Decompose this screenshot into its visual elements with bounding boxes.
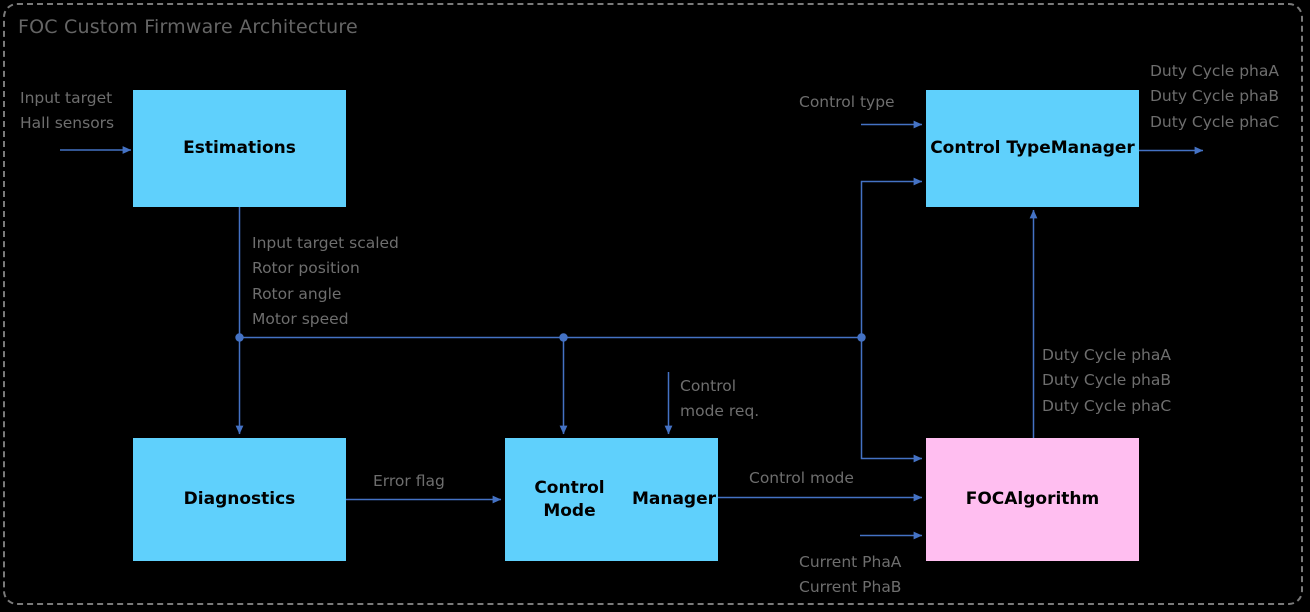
- junction-dot-right-bus: [857, 333, 866, 342]
- junction-dot-estimations-bus: [235, 333, 244, 342]
- wire-bus-to-foc-algorithm: [860, 337, 923, 463]
- label-control-mode: Control mode: [749, 469, 854, 487]
- junction-dot-control-mode-bus: [559, 333, 568, 342]
- label-control-type-input: Control type: [799, 93, 895, 111]
- label-error-flag: Error flag: [373, 472, 445, 490]
- block-diagnostics[interactable]: Diagnostics: [133, 438, 346, 561]
- block-estimations[interactable]: Estimations: [133, 90, 346, 207]
- wire-bus-to-control-type-manager: [860, 177, 923, 338]
- diagram-title: FOC Custom Firmware Architecture: [18, 16, 358, 38]
